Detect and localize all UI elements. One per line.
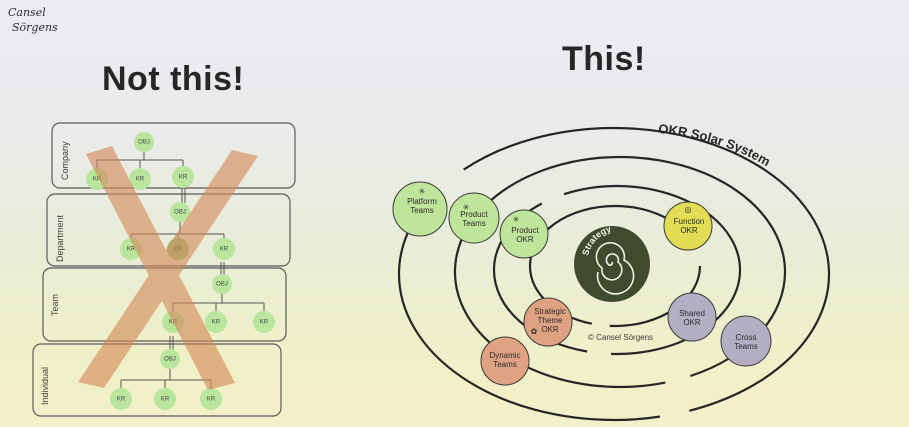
level-individual: Individual xyxy=(32,343,282,417)
svg-text:Cross: Cross xyxy=(736,333,757,342)
level-company: Company xyxy=(51,122,296,189)
solar-system-label: OKR Solar System xyxy=(658,121,773,169)
level-label-department: Department xyxy=(55,214,65,262)
node-department-obj: OBJ xyxy=(170,202,190,222)
svg-text:Teams: Teams xyxy=(462,219,486,228)
node-team-kr-2: KR xyxy=(205,311,227,333)
svg-text:Teams: Teams xyxy=(493,360,517,369)
svg-text:KR: KR xyxy=(127,247,136,253)
svg-text:KR: KR xyxy=(136,177,145,183)
node-individual-kr-2: KR xyxy=(154,388,176,410)
svg-text:KR: KR xyxy=(93,177,102,183)
svg-text:Theme: Theme xyxy=(538,316,563,325)
svg-text:OKR: OKR xyxy=(680,226,698,235)
planet-platform-teams: ✳ Platform Teams xyxy=(392,181,448,237)
planet-strategic-theme-okr: Strategic Theme OKR ✿ xyxy=(523,297,573,347)
svg-text:KR: KR xyxy=(260,320,269,326)
node-individual-kr-3: KR xyxy=(200,388,222,410)
svg-text:Dynamic: Dynamic xyxy=(489,351,520,360)
svg-text:Shared: Shared xyxy=(679,309,705,318)
author-logo: Cansel Sörgens xyxy=(8,6,78,38)
node-individual-obj: OBJ xyxy=(160,349,180,369)
svg-text:KR: KR xyxy=(212,320,221,326)
planet-product-okr: ✳ Product OKR xyxy=(499,209,549,259)
not-this-title: Not this! xyxy=(102,60,245,98)
planet-shared-okr: Shared OKR xyxy=(667,292,717,342)
svg-text:Product: Product xyxy=(511,226,539,235)
svg-text:OKR: OKR xyxy=(683,318,701,327)
svg-text:Product: Product xyxy=(460,210,488,219)
logo-last-name: Sörgens xyxy=(12,21,58,34)
node-company-kr-3: KR xyxy=(172,166,194,188)
svg-text:OBJ: OBJ xyxy=(216,282,228,288)
level-label-individual: Individual xyxy=(40,367,50,405)
svg-text:OKR: OKR xyxy=(541,325,559,334)
logo-first-name: Cansel xyxy=(8,6,46,19)
planet-cross-teams: Cross Teams xyxy=(720,315,772,367)
svg-text:KR: KR xyxy=(220,247,229,253)
planet-dynamic-teams: Dynamic Teams xyxy=(480,336,530,386)
svg-text:KR: KR xyxy=(207,397,216,403)
svg-text:Teams: Teams xyxy=(734,342,758,351)
level-label-company: Company xyxy=(60,141,70,180)
svg-text:✳: ✳ xyxy=(463,203,470,212)
svg-text:Teams: Teams xyxy=(410,206,434,215)
svg-text:◎: ◎ xyxy=(685,205,692,214)
copyright-notice: © Cansel Sörgens xyxy=(588,333,653,342)
svg-text:KR: KR xyxy=(161,397,170,403)
svg-text:Function: Function xyxy=(674,217,705,226)
this-title: This! xyxy=(562,40,646,78)
svg-text:Platform: Platform xyxy=(407,197,437,206)
strategy-sun: Strategy xyxy=(574,224,650,302)
planet-function-okr: ◎ Function OKR xyxy=(663,201,713,251)
svg-text:✿: ✿ xyxy=(531,327,538,336)
svg-text:✳: ✳ xyxy=(419,187,426,196)
node-individual-kr-1: KR xyxy=(110,388,132,410)
cross-out-x xyxy=(78,146,258,390)
node-company-kr-2: KR xyxy=(129,168,151,190)
node-company-obj: OBJ xyxy=(134,132,154,152)
svg-text:OBJ: OBJ xyxy=(164,357,176,363)
svg-text:OBJ: OBJ xyxy=(174,210,186,216)
planet-product-teams: ✳ Product Teams xyxy=(448,192,500,244)
node-team-kr-3: KR xyxy=(253,311,275,333)
level-label-team: Team xyxy=(50,294,60,316)
svg-text:KR: KR xyxy=(117,397,126,403)
svg-text:OKR: OKR xyxy=(516,235,534,244)
svg-text:✳: ✳ xyxy=(513,215,520,224)
svg-text:Strategic: Strategic xyxy=(534,307,566,316)
spiral-icon xyxy=(595,242,635,295)
svg-text:KR: KR xyxy=(179,175,188,181)
node-team-obj: OBJ xyxy=(212,274,232,294)
svg-text:OBJ: OBJ xyxy=(138,140,150,146)
node-department-kr-3: KR xyxy=(213,238,235,260)
orbit-rings xyxy=(397,126,831,422)
